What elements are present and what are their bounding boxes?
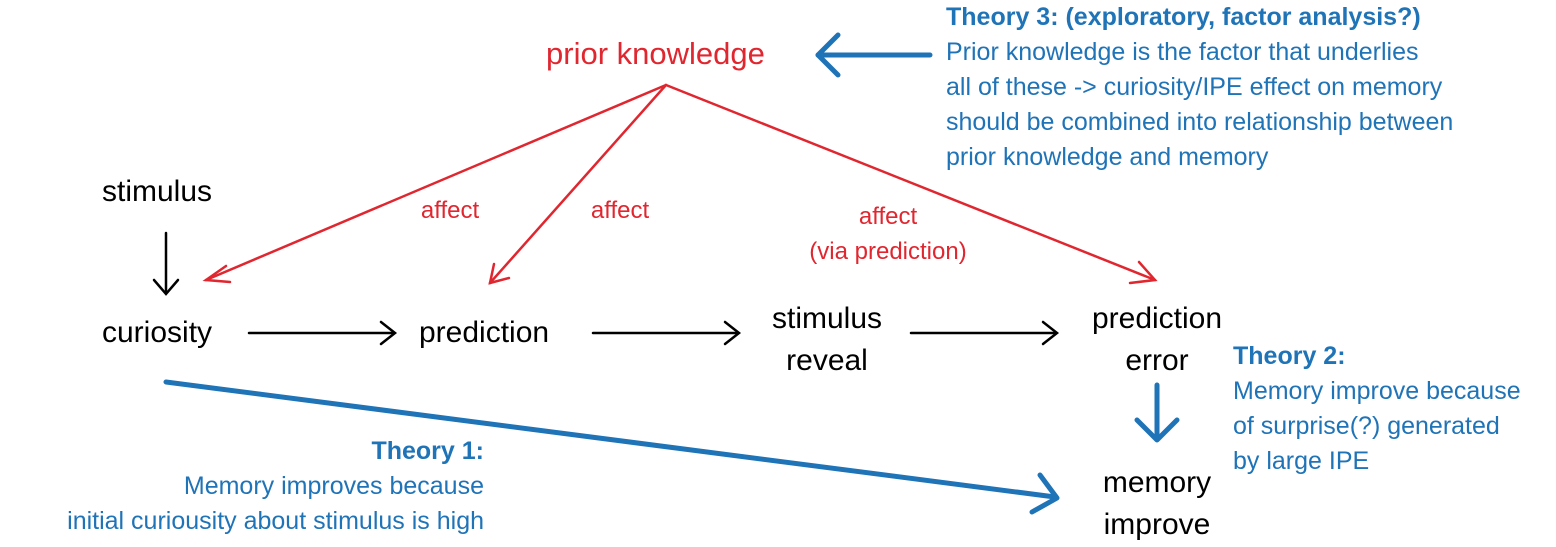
sequence-arrows [152,231,1060,346]
theory2-title: Theory 2: [1233,342,1346,370]
theory1-line: Memory improves because [183,472,484,500]
node-stimulus-reveal-line2: reveal [786,344,868,377]
arrowhead-reveal-error [1041,320,1060,346]
affect-label-prediction-error-line1: affect [858,203,918,230]
affect-label-prediction: affect [590,197,650,224]
node-memory-improve-line2: improve [1103,508,1211,541]
node-stimulus-reveal-line1: stimulus [771,302,883,335]
node-prediction-error-line2: error [1125,344,1189,377]
theory2-line: of surprise(?) generated [1233,412,1500,440]
theory1-block: Theory 1: Memory improves because initia… [67,434,484,539]
affect-arrows [202,83,1158,285]
theory1-arrowhead [1029,472,1060,515]
theory1-arrow [163,379,1058,500]
arrowhead-prediction-reveal [723,320,742,346]
node-stimulus: stimulus [102,175,213,208]
node-prediction-error: prediction error [1072,298,1242,382]
theory1-line: initial curiousity about stimulus is hig… [67,507,484,535]
arrowhead-curiosity [202,264,232,284]
node-memory-improve-line1: memory [1102,466,1212,499]
theory3-arrowhead [815,32,841,78]
node-prediction: prediction [419,316,550,349]
theory2-arrowhead [1134,417,1180,443]
theory1-title: Theory 1: [371,437,484,465]
theory2-line: by large IPE [1233,447,1370,475]
node-stimulus-reveal: stimulus reveal [747,298,907,382]
theory-arrows [163,32,1180,515]
theory3-line: should be combined into relationship bet… [946,108,1454,136]
node-curiosity: curiosity [102,316,213,349]
theory3-line: Prior knowledge is the factor that under… [946,38,1419,66]
arrow-prior-to-prediction [488,83,668,285]
arrowhead-prediction [488,262,511,285]
affect-label-prediction-error-line2: (via prediction) [809,238,967,265]
affect-label-prediction-error: affect (via prediction) [778,199,998,269]
arrowhead-stimulus-curiosity [152,278,180,296]
theory3-block: Theory 3: (exploratory, factor analysis?… [946,0,1453,175]
theory3-line: prior knowledge and memory [946,143,1269,171]
arrow-prior-to-curiosity [204,83,668,282]
node-prior-knowledge: prior knowledge [546,36,765,71]
arrowhead-curiosity-prediction [379,320,398,346]
theory3-line: all of these -> curiosity/IPE effect on … [946,73,1443,101]
arrow-prior-to-prediction-error [664,83,1157,282]
theory3-title: Theory 3: (exploratory, factor analysis?… [946,3,1421,31]
node-prediction-error-line1: prediction [1091,302,1223,335]
arrowhead-prediction-error [1128,260,1158,285]
node-memory-improve: memory improve [1077,462,1237,546]
affect-label-curiosity: affect [420,197,480,224]
theory2-line: Memory improve because [1233,377,1521,405]
theory2-block: Theory 2: Memory improve because of surp… [1233,339,1521,479]
